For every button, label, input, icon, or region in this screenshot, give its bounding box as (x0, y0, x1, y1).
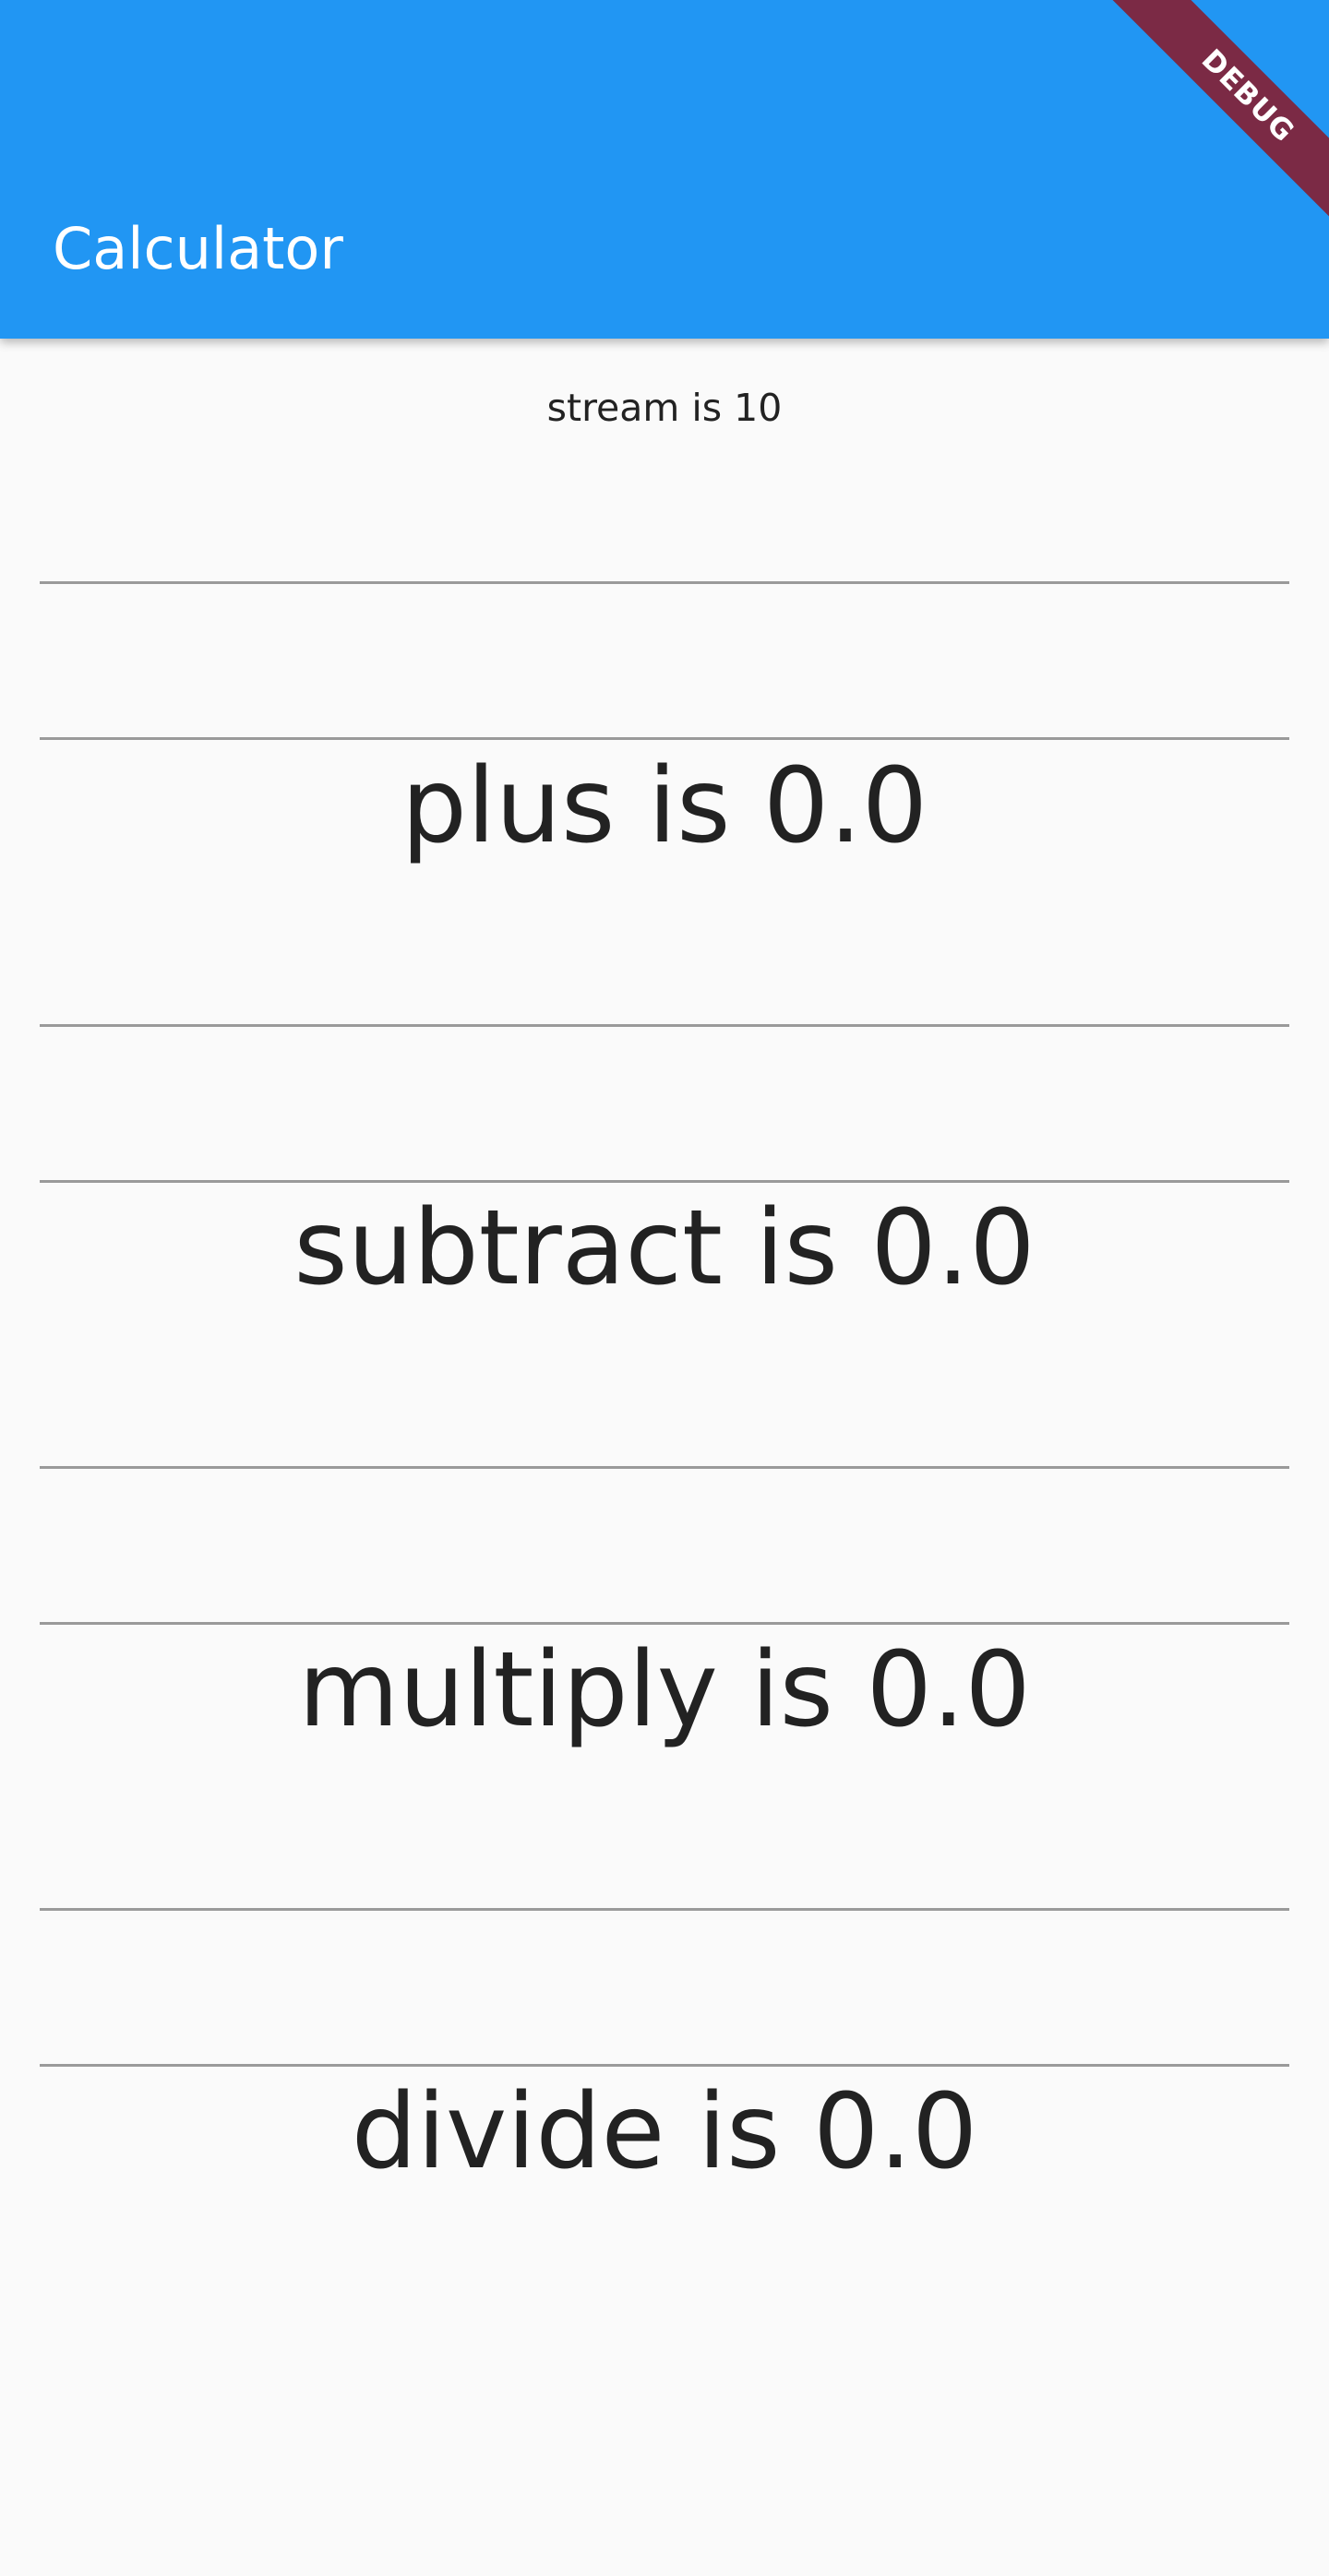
multiply-result-text: multiply is 0.0 (298, 1630, 1031, 1750)
divide-second-input[interactable] (40, 2015, 1289, 2067)
multiply-second-input[interactable] (40, 1573, 1289, 1625)
multiply-first-input[interactable] (40, 1417, 1289, 1469)
subtract-result-text: subtract is 0.0 (293, 1188, 1036, 1308)
subtract-second-input[interactable] (40, 1131, 1289, 1183)
divide-first-input[interactable] (40, 1859, 1289, 1911)
plus-result-text: plus is 0.0 (401, 746, 928, 866)
calculator-content: stream is 10 plus is 0.0 subtract is 0.0… (0, 339, 1329, 2576)
app-bar: Calculator (0, 0, 1329, 339)
stream-status-text: stream is 10 (546, 386, 783, 430)
app-title: Calculator (53, 215, 343, 282)
subtract-first-input[interactable] (40, 975, 1289, 1027)
plus-first-input[interactable] (40, 532, 1289, 584)
divide-result-text: divide is 0.0 (351, 2072, 978, 2192)
plus-second-input[interactable] (40, 688, 1289, 740)
